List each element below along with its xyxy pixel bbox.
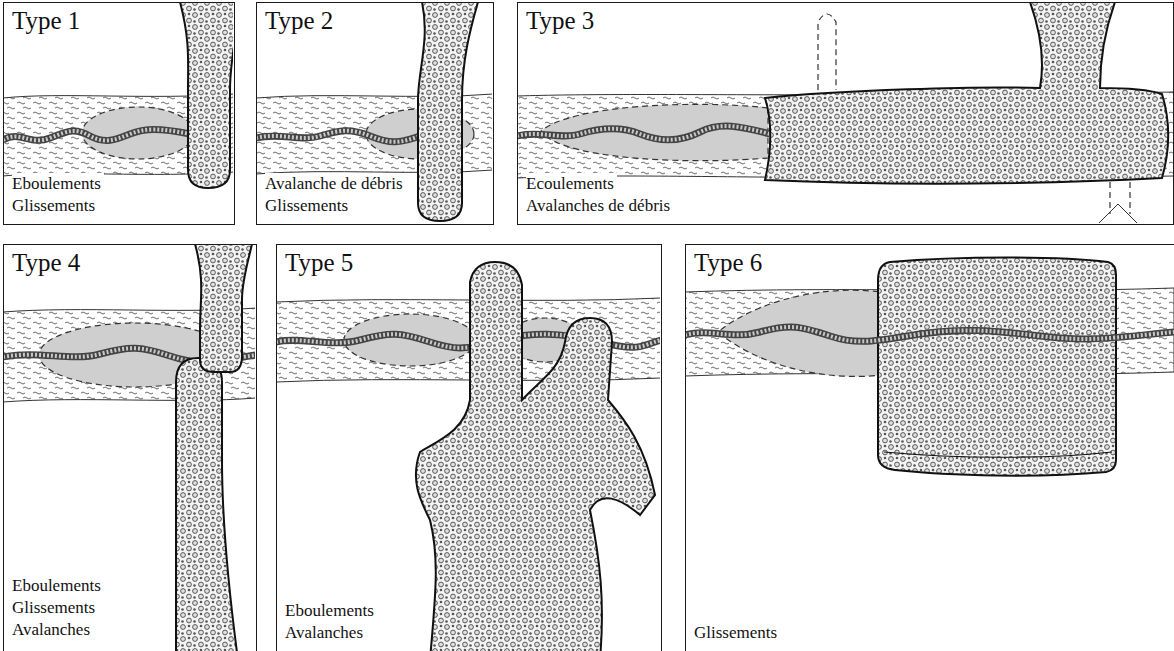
process-list: Avalanche de débrisGlissements [265,173,406,217]
landslide-deposit [195,245,252,372]
valley-scene [4,245,255,651]
former-tributary [818,14,836,90]
type-title: Type 3 [526,7,597,35]
river [257,131,425,142]
landslide-deposit [176,358,238,651]
river [4,130,190,141]
type-title: Type 2 [265,7,336,35]
river [518,126,770,140]
type-panel: Type 6 Glissements [685,244,1174,651]
type-title: Type 4 [12,249,83,277]
type-panel: Type 4 EboulementsGlissementsAvalanches [3,244,257,651]
channel-lines [1098,204,1138,223]
valley-scene [4,3,233,188]
process-name: Eboulements [285,600,377,622]
type-panel: Type 1 EboulementsGlissements [3,2,235,225]
landslide-deposit [416,262,655,651]
river [518,126,770,140]
valley-scene [257,3,492,221]
river [257,131,425,142]
process-name: Avalanches de débris [526,195,673,217]
type-panel: Type 5 EboulementsAvalanches [276,244,662,651]
process-name: Avalanches [285,622,366,644]
process-name: Glissements [265,195,351,217]
valley-scene [277,262,660,651]
valley-scene [686,258,1174,476]
deposit-rim [884,452,1112,457]
river [4,130,190,141]
landslide-deposit [180,3,233,188]
process-list: EboulementsGlissementsAvalanches [12,575,104,641]
process-list: EboulementsGlissements [12,173,104,217]
landslide-deposit [878,258,1116,476]
process-list: Glissements [694,622,780,644]
process-name: Avalanche de débris [265,173,406,195]
process-name: Glissements [694,622,780,644]
landslide-deposit [418,3,478,221]
process-name: Ecoulements [526,173,617,195]
process-list: EboulementsAvalanches [285,600,377,644]
process-name: Avalanches [12,619,93,641]
process-name: Glissements [12,597,98,619]
landslide-deposit [765,3,1168,184]
type-title: Type 6 [694,249,765,277]
river [686,327,1174,341]
process-name: Eboulements [12,575,104,597]
type-panel: Type 2 Avalanche de débrisGlissements [256,2,494,225]
type-title: Type 5 [285,249,356,277]
valley-scene [518,3,1173,223]
river [686,327,1174,341]
type-title: Type 1 [12,7,83,35]
process-name: Glissements [12,195,98,217]
type-panel: Type 3 EcoulementsAvalanches de débris [517,2,1174,225]
process-list: EcoulementsAvalanches de débris [526,173,673,217]
process-name: Eboulements [12,173,104,195]
